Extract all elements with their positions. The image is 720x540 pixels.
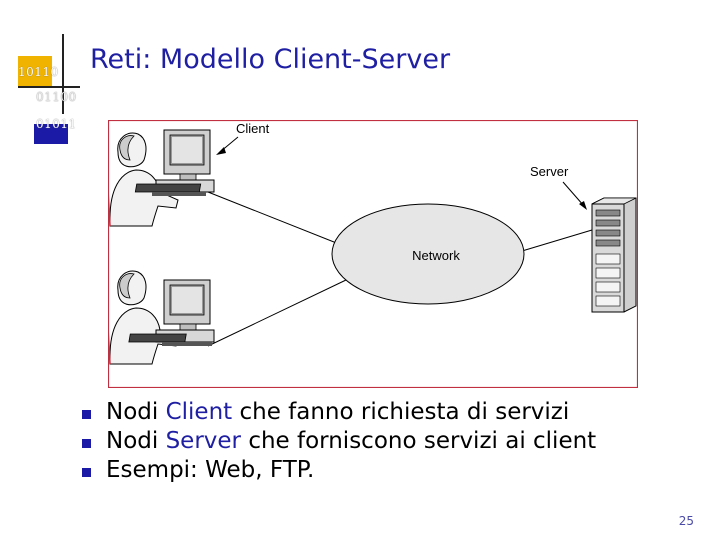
bullet-prefix: Nodi — [106, 428, 166, 454]
slide-title: Reti: Modello Client-Server — [90, 44, 451, 75]
server-label: Server — [530, 164, 569, 179]
person-icon — [108, 132, 179, 227]
bullet-prefix: Nodi — [106, 399, 166, 425]
bullet-highlight: Client — [165, 399, 233, 425]
link-client1-network — [207, 191, 345, 247]
bullet-item-client: Nodi Client che fanno richiesta di servi… — [78, 398, 596, 427]
client-arrowhead — [216, 147, 226, 155]
client-workstation-2 — [108, 270, 215, 365]
logo-vertical-line — [62, 34, 64, 114]
page-number: 25 — [678, 514, 694, 528]
computer-icon — [134, 129, 215, 196]
link-network-server — [511, 229, 593, 255]
bullet-square-icon — [82, 439, 91, 448]
client-server-diagram: Network Client Server — [108, 120, 638, 388]
bullet-list: Nodi Client che fanno richiesta di servi… — [78, 398, 596, 485]
bullet-highlight: Server — [165, 428, 242, 454]
logo-bits-2: 01100 — [36, 90, 77, 104]
server-arrow-line — [562, 181, 585, 207]
bullet-item-server: Nodi Server che forniscono servizi ai cl… — [78, 427, 596, 456]
bullet-square-icon — [82, 410, 91, 419]
logo-bits-3: 01011 — [36, 117, 77, 131]
logo-bits-1: 10110 — [18, 65, 59, 79]
binary-logo: 10110 01100 01011 — [18, 34, 80, 144]
bullet-square-icon — [82, 468, 91, 477]
server-arrowhead — [579, 201, 587, 210]
computer-icon — [128, 279, 215, 346]
logo-blue-square — [34, 124, 68, 144]
logo-horizontal-line — [18, 86, 80, 88]
client-label: Client — [236, 121, 270, 136]
bullet-suffix: che forniscono servizi ai client — [241, 428, 597, 454]
bullet-suffix: che fanno richiesta di servizi — [232, 399, 570, 425]
bullet-prefix: Esempi: Web, FTP. — [106, 457, 315, 483]
network-label: Network — [412, 248, 460, 263]
server-icon — [591, 197, 637, 313]
client-workstation-1 — [108, 129, 215, 227]
link-client2-network — [207, 279, 347, 347]
bullet-item-examples: Esempi: Web, FTP. — [78, 456, 596, 485]
logo-yellow-square — [18, 56, 52, 86]
network-ellipse — [331, 203, 525, 305]
